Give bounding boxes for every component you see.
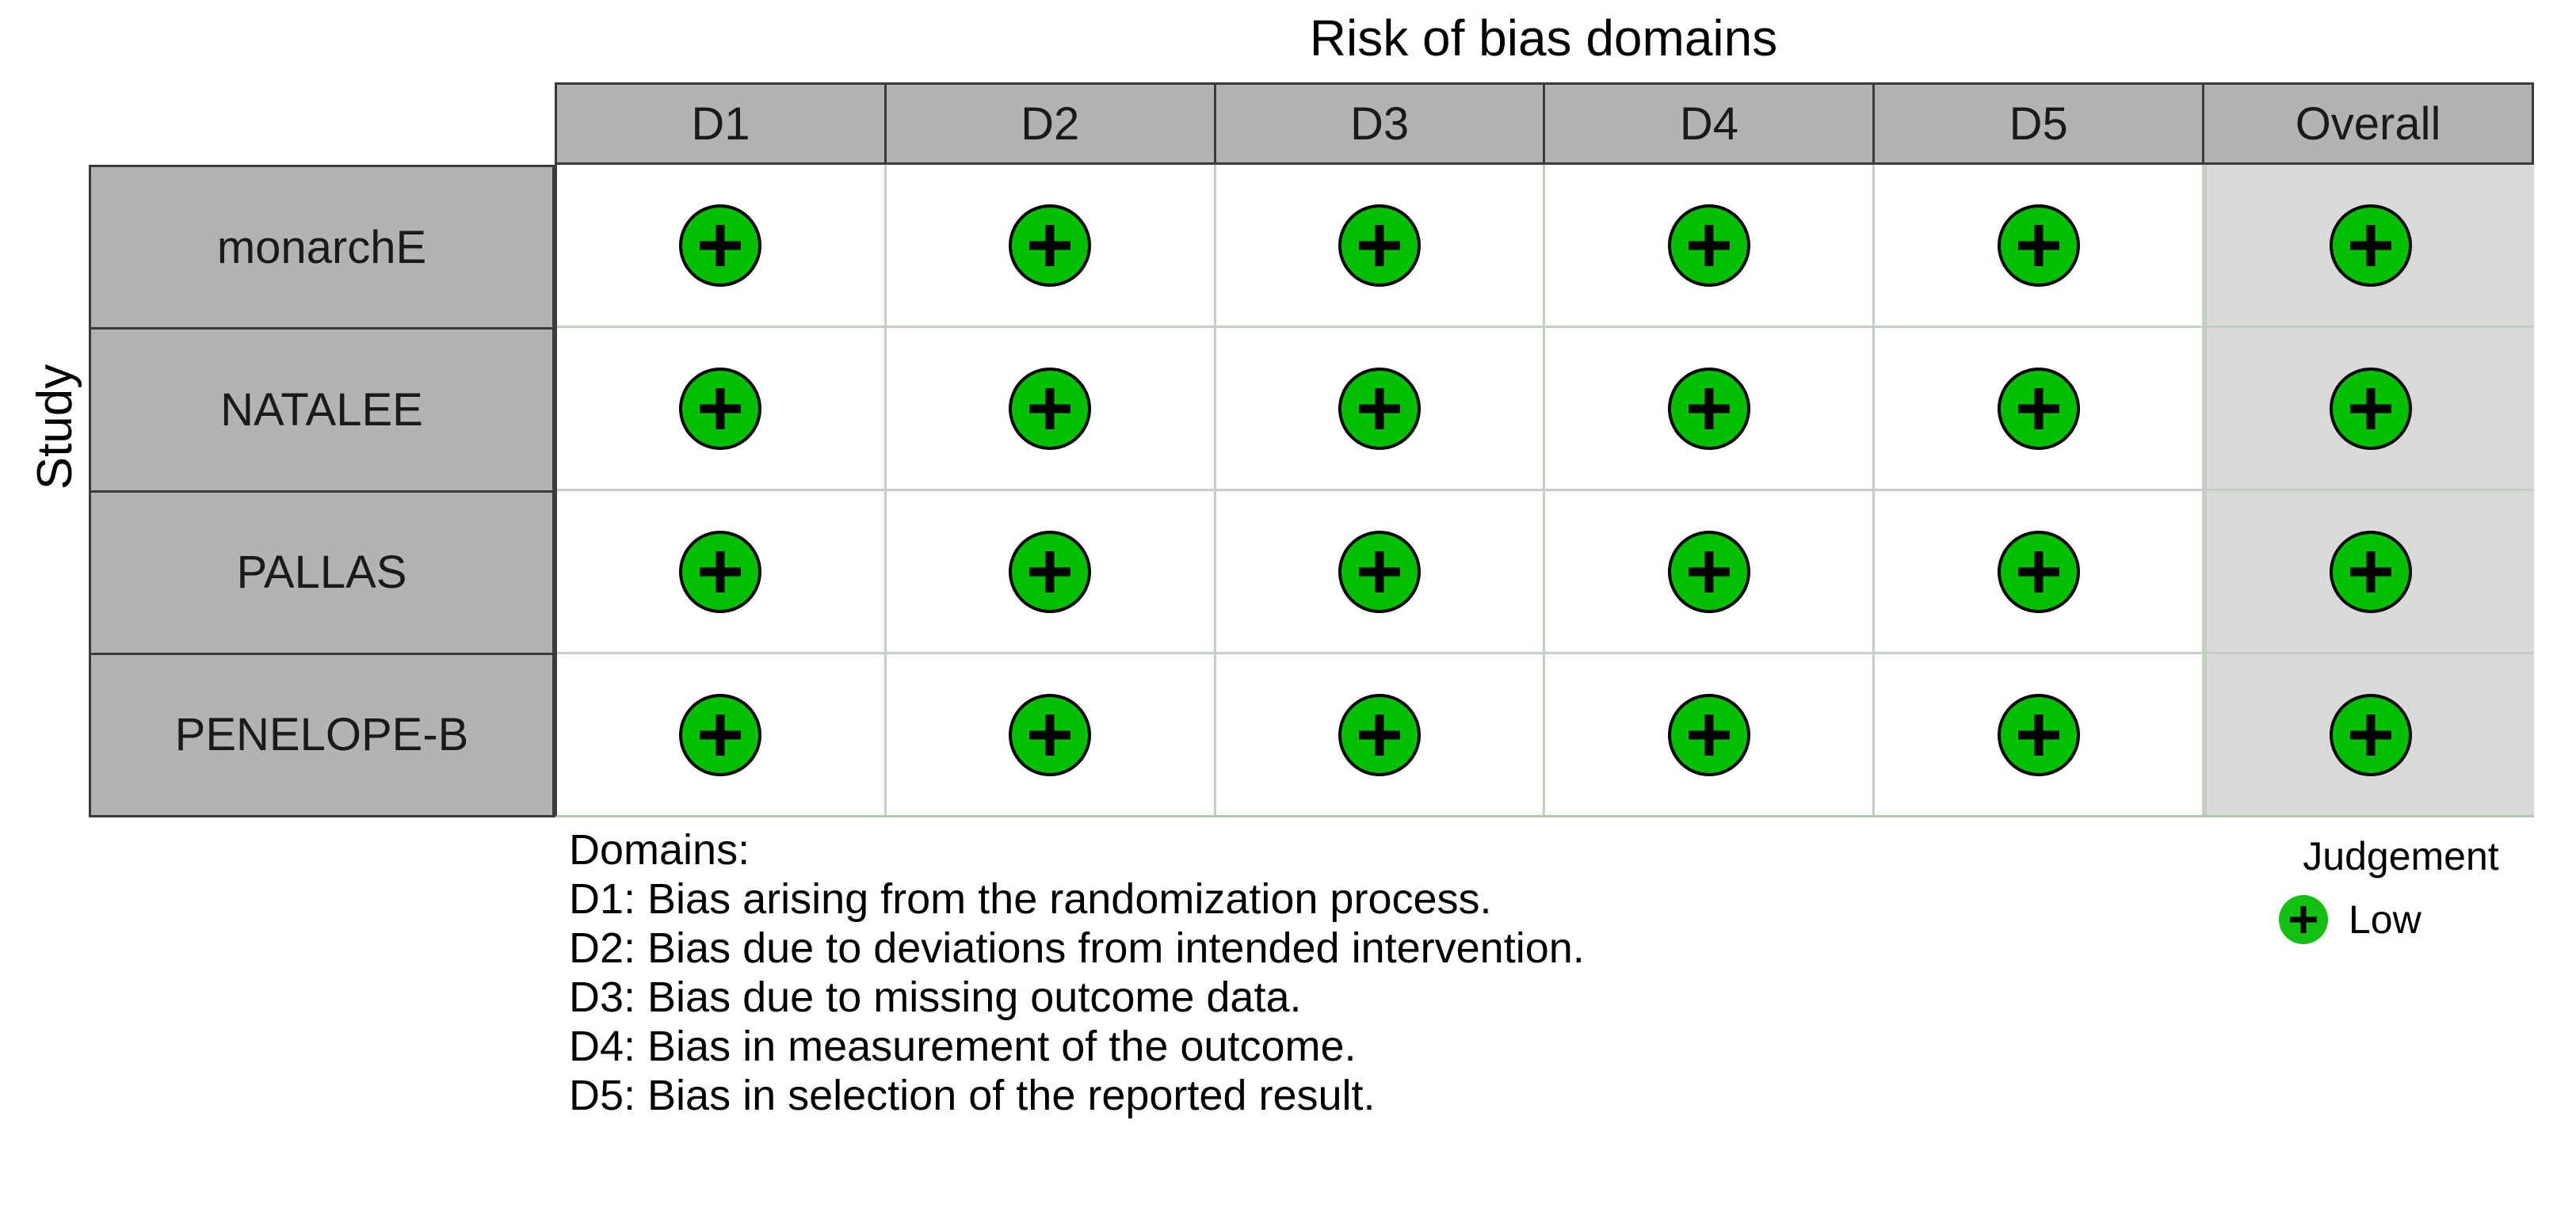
cell-natalee-d1 <box>557 328 887 489</box>
table-row <box>557 165 2534 328</box>
domain-key-line-d1: D1: Bias arising from the randomization … <box>569 875 1492 923</box>
cell-penelope-b-overall <box>2204 654 2534 815</box>
cell-natalee-d4 <box>1545 328 1876 489</box>
judgement-legend: Judgement Low <box>2258 833 2544 944</box>
column-header-d3: D3 <box>1215 85 1546 162</box>
domain-key-line-d5: D5: Bias in selection of the reported re… <box>569 1072 1376 1119</box>
low-risk-icon <box>679 204 762 287</box>
study-label-column: monarchE NATALEE PALLAS PENELOPE-B <box>89 165 555 817</box>
low-risk-icon <box>1667 367 1750 450</box>
y-axis-label: Study <box>28 364 82 490</box>
cell-penelope-b-d3 <box>1215 654 1546 815</box>
page-title: Risk of bias domains <box>1309 10 1778 67</box>
row-header-natalee: NATALEE <box>91 330 552 493</box>
low-risk-icon <box>2329 367 2412 450</box>
cell-natalee-d5 <box>1875 328 2205 489</box>
low-risk-icon <box>1009 204 1092 287</box>
low-risk-icon <box>1338 693 1422 776</box>
cell-penelope-b-d5 <box>1875 654 2205 815</box>
low-risk-icon <box>1667 204 1750 287</box>
cell-natalee-overall <box>2204 328 2534 489</box>
cell-pallas-overall <box>2204 491 2534 652</box>
cell-penelope-b-d4 <box>1545 654 1876 815</box>
cell-monarche-d4 <box>1545 165 1876 326</box>
table-body: monarchE NATALEE PALLAS PENELOPE-B <box>89 165 2534 817</box>
domain-key-line-d4: D4: Bias in measurement of the outcome. <box>569 1023 1357 1070</box>
column-header-d1: D1 <box>557 85 887 162</box>
cell-monarche-d5 <box>1875 165 2205 326</box>
low-risk-icon <box>1997 204 2080 287</box>
low-risk-icon <box>1997 367 2080 450</box>
cell-penelope-b-d1 <box>557 654 887 815</box>
table-row <box>557 654 2534 815</box>
low-risk-icon <box>1997 530 2080 613</box>
low-risk-icon <box>2329 693 2412 776</box>
low-risk-icon <box>1338 367 1422 450</box>
cell-pallas-d4 <box>1545 491 1876 652</box>
low-risk-icon <box>2329 530 2412 613</box>
low-risk-icon <box>1009 367 1092 450</box>
cell-penelope-b-d2 <box>886 654 1216 815</box>
row-header-pallas: PALLAS <box>91 493 552 655</box>
cell-pallas-d5 <box>1875 491 2205 652</box>
low-risk-icon <box>1009 530 1092 613</box>
judgement-cells-area <box>555 165 2534 817</box>
row-header-monarche: monarchE <box>91 167 552 330</box>
low-risk-icon <box>1338 530 1422 613</box>
legend-entry-low: Low <box>2258 895 2544 944</box>
domain-key-line-d3: D3: Bias due to missing outcome data. <box>569 973 1302 1021</box>
cell-natalee-d2 <box>886 328 1216 489</box>
cell-monarche-d3 <box>1215 165 1546 326</box>
low-risk-icon <box>1997 693 2080 776</box>
rob-table: D1 D2 D3 D4 D5 Overall monarchE NATALEE … <box>89 82 2534 817</box>
cell-monarche-overall <box>2204 165 2534 326</box>
row-header-penelope-b: PENELOPE-B <box>174 709 469 761</box>
low-risk-icon <box>2329 204 2412 287</box>
cell-pallas-d3 <box>1215 491 1546 652</box>
low-risk-icon <box>679 693 762 776</box>
low-risk-icon <box>2279 895 2328 944</box>
cell-monarche-d1 <box>557 165 887 326</box>
cell-pallas-d2 <box>886 491 1216 652</box>
low-risk-icon <box>1009 693 1092 776</box>
low-risk-icon <box>1667 530 1750 613</box>
column-header-d4: D4 <box>1545 85 1876 162</box>
table-header-row: D1 D2 D3 D4 D5 Overall <box>555 82 2534 165</box>
low-risk-icon <box>1338 204 1422 287</box>
column-header-overall: Overall <box>2204 85 2532 162</box>
low-risk-icon <box>1667 693 1750 776</box>
legend-entry-low-label: Low <box>2349 897 2421 942</box>
cell-pallas-d1 <box>557 491 887 652</box>
table-row <box>557 491 2534 654</box>
column-header-d2: D2 <box>886 85 1216 162</box>
judgement-legend-title: Judgement <box>2303 834 2499 878</box>
cell-natalee-d3 <box>1215 328 1546 489</box>
column-header-d5: D5 <box>1875 85 2205 162</box>
table-row <box>557 328 2534 491</box>
cell-monarche-d2 <box>886 165 1216 326</box>
domain-key: Domains: D1: Bias arising from the rando… <box>569 825 1585 1120</box>
domain-key-line-d2: D2: Bias due to deviations from intended… <box>569 924 1585 972</box>
low-risk-icon <box>679 530 762 613</box>
low-risk-icon <box>679 367 762 450</box>
domain-key-heading: Domains: <box>569 826 750 874</box>
